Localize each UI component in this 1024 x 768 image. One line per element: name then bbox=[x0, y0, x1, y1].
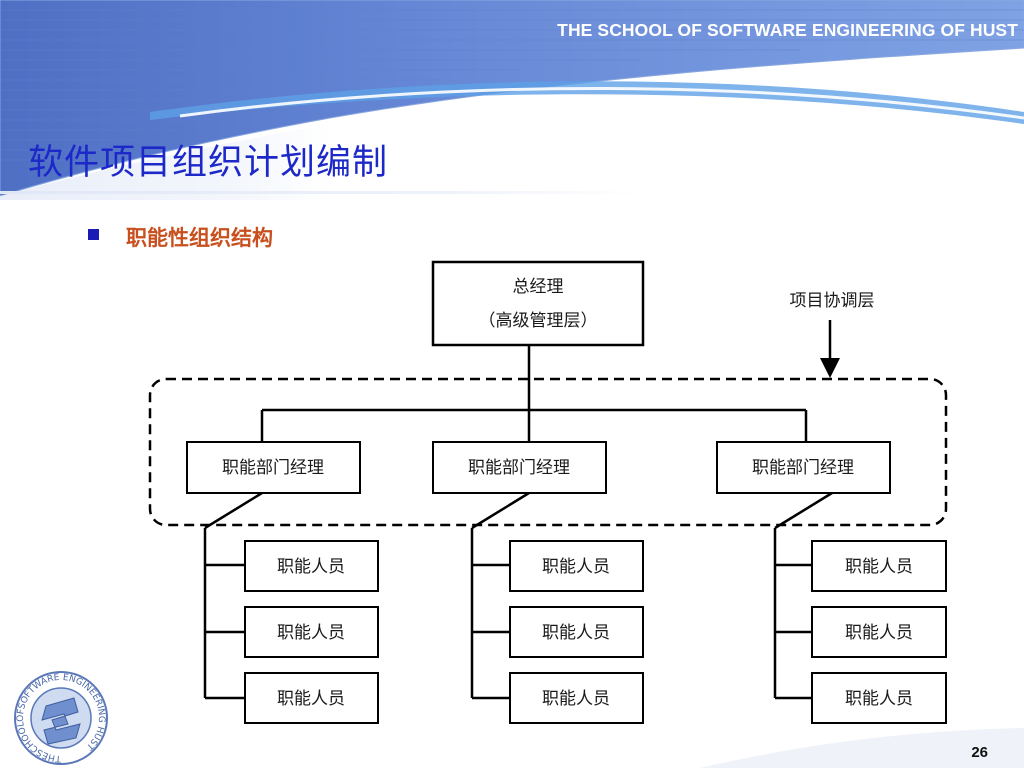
general-manager-box bbox=[431, 260, 645, 347]
department-manager-label: 职能部门经理 bbox=[222, 458, 324, 478]
staff-box bbox=[509, 672, 644, 724]
staff-label: 职能人员 bbox=[542, 557, 610, 577]
staff-box bbox=[811, 672, 947, 724]
footer-swoosh bbox=[700, 728, 1024, 768]
general-manager-label: 总经理 bbox=[513, 277, 564, 297]
arrow-down-icon bbox=[820, 358, 840, 378]
staff-label: 职能人员 bbox=[277, 689, 345, 709]
coordination-layer-label: 项目协调层 bbox=[790, 291, 875, 311]
staff-connectors-middle bbox=[470, 491, 530, 700]
bullet-text: 职能性组织结构 bbox=[126, 226, 273, 250]
staff-box bbox=[244, 606, 379, 658]
staff-connectors-left bbox=[203, 491, 263, 700]
staff-box bbox=[244, 540, 379, 592]
department-manager-box bbox=[716, 441, 891, 494]
page-number: 26 bbox=[971, 744, 988, 761]
department-manager-box bbox=[432, 441, 607, 494]
bullet-square-icon bbox=[88, 229, 99, 240]
staff-label: 职能人员 bbox=[277, 623, 345, 643]
staff-box bbox=[509, 540, 644, 592]
staff-label: 职能人员 bbox=[542, 623, 610, 643]
department-manager-label: 职能部门经理 bbox=[752, 458, 854, 478]
staff-label: 职能人员 bbox=[845, 623, 913, 643]
department-manager-box bbox=[186, 441, 361, 494]
staff-label: 职能人员 bbox=[845, 689, 913, 709]
school-logo-icon: THESCHOOLOFSOFTWARE ENGINEERING HUST bbox=[14, 671, 108, 765]
staff-box bbox=[509, 606, 644, 658]
staff-box bbox=[244, 672, 379, 724]
staff-label: 职能人员 bbox=[542, 689, 610, 709]
staff-label: 职能人员 bbox=[845, 557, 913, 577]
staff-label: 职能人员 bbox=[277, 557, 345, 577]
senior-management-label: （高级管理层） bbox=[479, 311, 598, 331]
header-banner bbox=[0, 0, 1024, 210]
staff-box bbox=[811, 606, 947, 658]
staff-connectors-right bbox=[773, 491, 833, 700]
department-manager-label: 职能部门经理 bbox=[468, 458, 570, 478]
slide-title: 软件项目组织计划编制 bbox=[28, 143, 389, 183]
staff-box bbox=[811, 540, 947, 592]
school-name-header: THE SCHOOL OF SOFTWARE ENGINEERING OF HU… bbox=[557, 20, 1018, 40]
